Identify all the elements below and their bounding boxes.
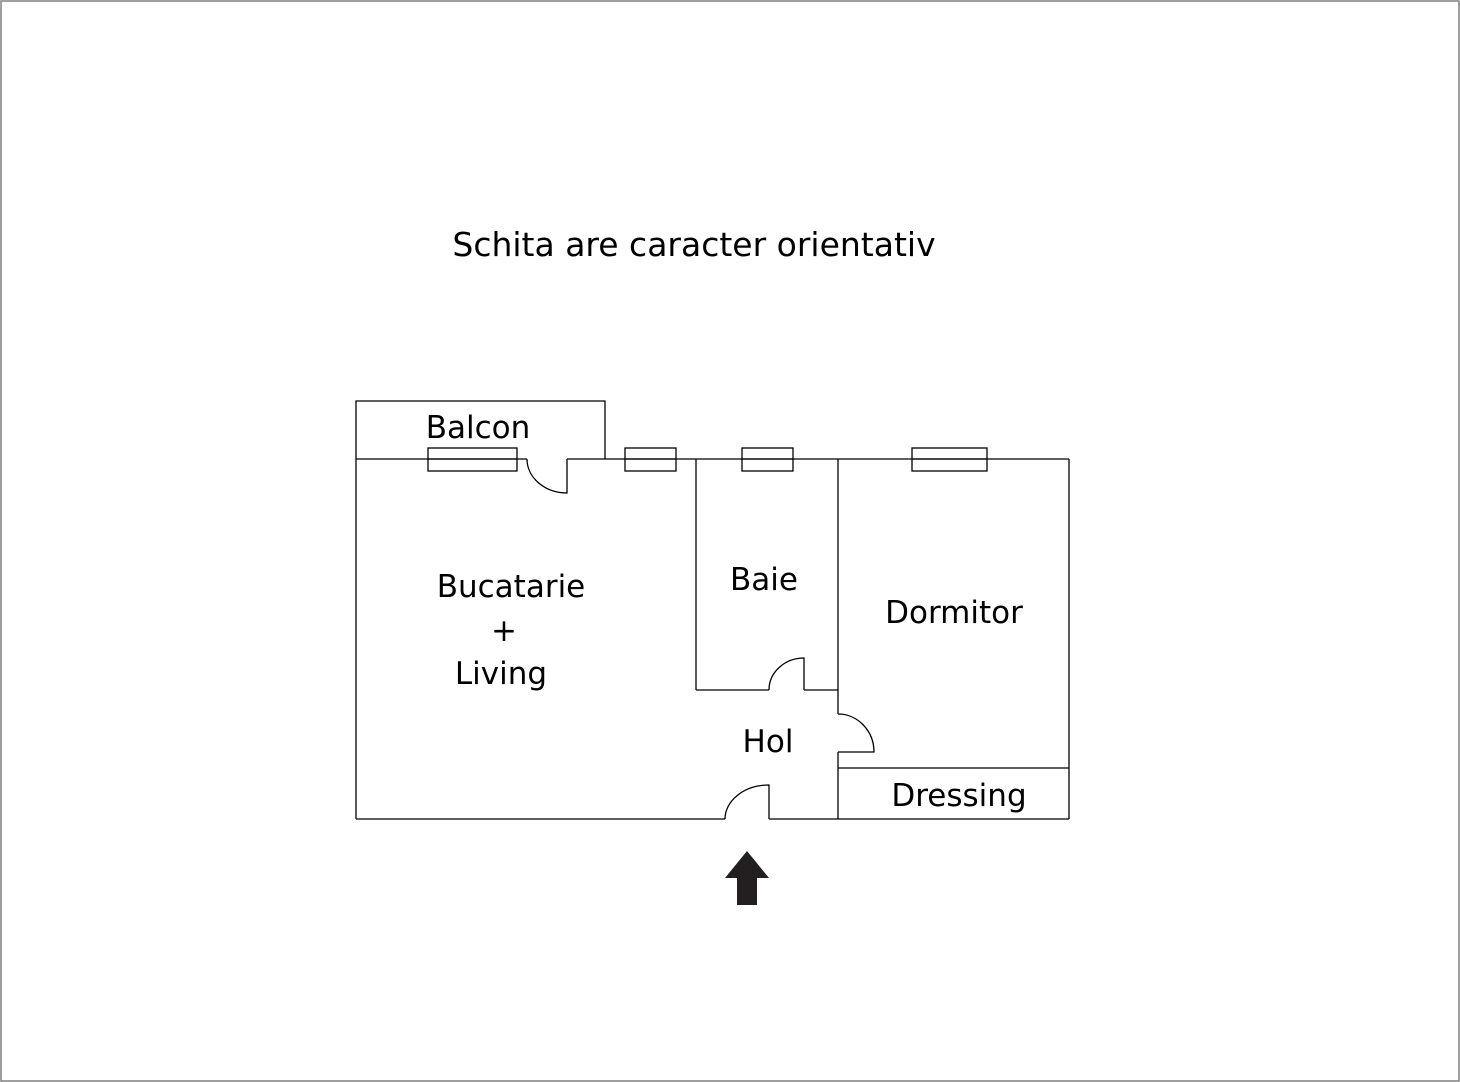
room-label-balcon: Balcon (426, 410, 531, 446)
room-label-baie: Baie (730, 562, 798, 598)
balcony-outline (355, 400, 606, 459)
room-label-bucatarie: Bucatarie (437, 569, 586, 605)
room-label-living: Living (455, 656, 547, 692)
room-label-dressing: Dressing (891, 778, 1026, 814)
room-label-dormitor: Dormitor (885, 595, 1023, 631)
door-bathroom (768, 657, 805, 691)
room-label-plus: + (491, 613, 517, 649)
disclaimer-note: Schita are caracter orientativ (452, 225, 935, 264)
floor-plan (355, 400, 1070, 820)
door-balcony (526, 458, 568, 494)
door-entrance (724, 784, 770, 820)
room-label-hol: Hol (743, 724, 794, 760)
door-bedroom (837, 713, 875, 753)
entrance-arrow-icon (725, 851, 769, 905)
